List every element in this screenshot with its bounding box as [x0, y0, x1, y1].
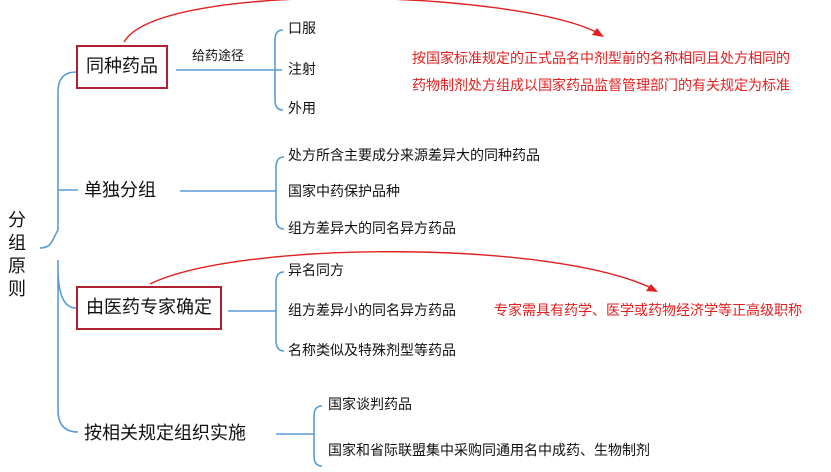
note3-arrowhead — [646, 284, 658, 292]
group1-note-line-2: 药物制剂处方组成以国家药品监督管理部门的有关规定为标准 — [412, 78, 790, 94]
group2-child-2: 国家中药保护品种 — [288, 184, 400, 200]
group1-note-line-1: 按国家标准规定的正式品名中剂型前的名称相同且处方相同的 — [412, 51, 790, 67]
root-char-4: 则 — [8, 279, 26, 300]
group2-child-1: 处方所含主要成分来源差异大的同种药品 — [288, 148, 540, 164]
group3-connector — [228, 271, 285, 352]
group4-child-1: 国家谈判药品 — [328, 397, 412, 413]
group4-connector — [276, 405, 323, 467]
group1-child-2: 注射 — [288, 62, 316, 78]
group4-node: 按相关规定组织实施 — [84, 423, 246, 444]
group2-child-3: 组方差异大的同名异方药品 — [288, 221, 456, 237]
root-connector — [39, 71, 79, 433]
group1-child-1: 口服 — [288, 21, 316, 37]
group2-connector — [180, 156, 285, 230]
note3-arrow — [149, 251, 656, 291]
group2-node: 单独分组 — [84, 180, 156, 201]
group1-node: 同种药品 — [76, 45, 168, 89]
group3-node: 由医药专家确定 — [76, 286, 222, 330]
note1-arrow — [123, 0, 601, 43]
group3-child-2: 组方差异小的同名异方药品 — [288, 303, 456, 319]
root-char-2: 组 — [8, 233, 26, 254]
root-char-3: 原 — [8, 256, 26, 277]
group1-connector — [176, 29, 284, 111]
group3-note-line-1: 专家需具有药学、医学或药物经济学等正高级职称 — [494, 303, 802, 319]
group3-child-3: 名称类似及特殊剂型等药品 — [288, 343, 456, 359]
group1-edge-label: 给药途径 — [192, 49, 245, 64]
group4-child-2: 国家和省际联盟集中采购同通用名中成药、生物制剂 — [328, 443, 650, 459]
group1-child-3: 外用 — [288, 101, 316, 117]
group3-child-1: 异名同方 — [288, 263, 344, 279]
note1-arrowhead — [592, 28, 604, 37]
root-char-1: 分 — [8, 210, 26, 231]
